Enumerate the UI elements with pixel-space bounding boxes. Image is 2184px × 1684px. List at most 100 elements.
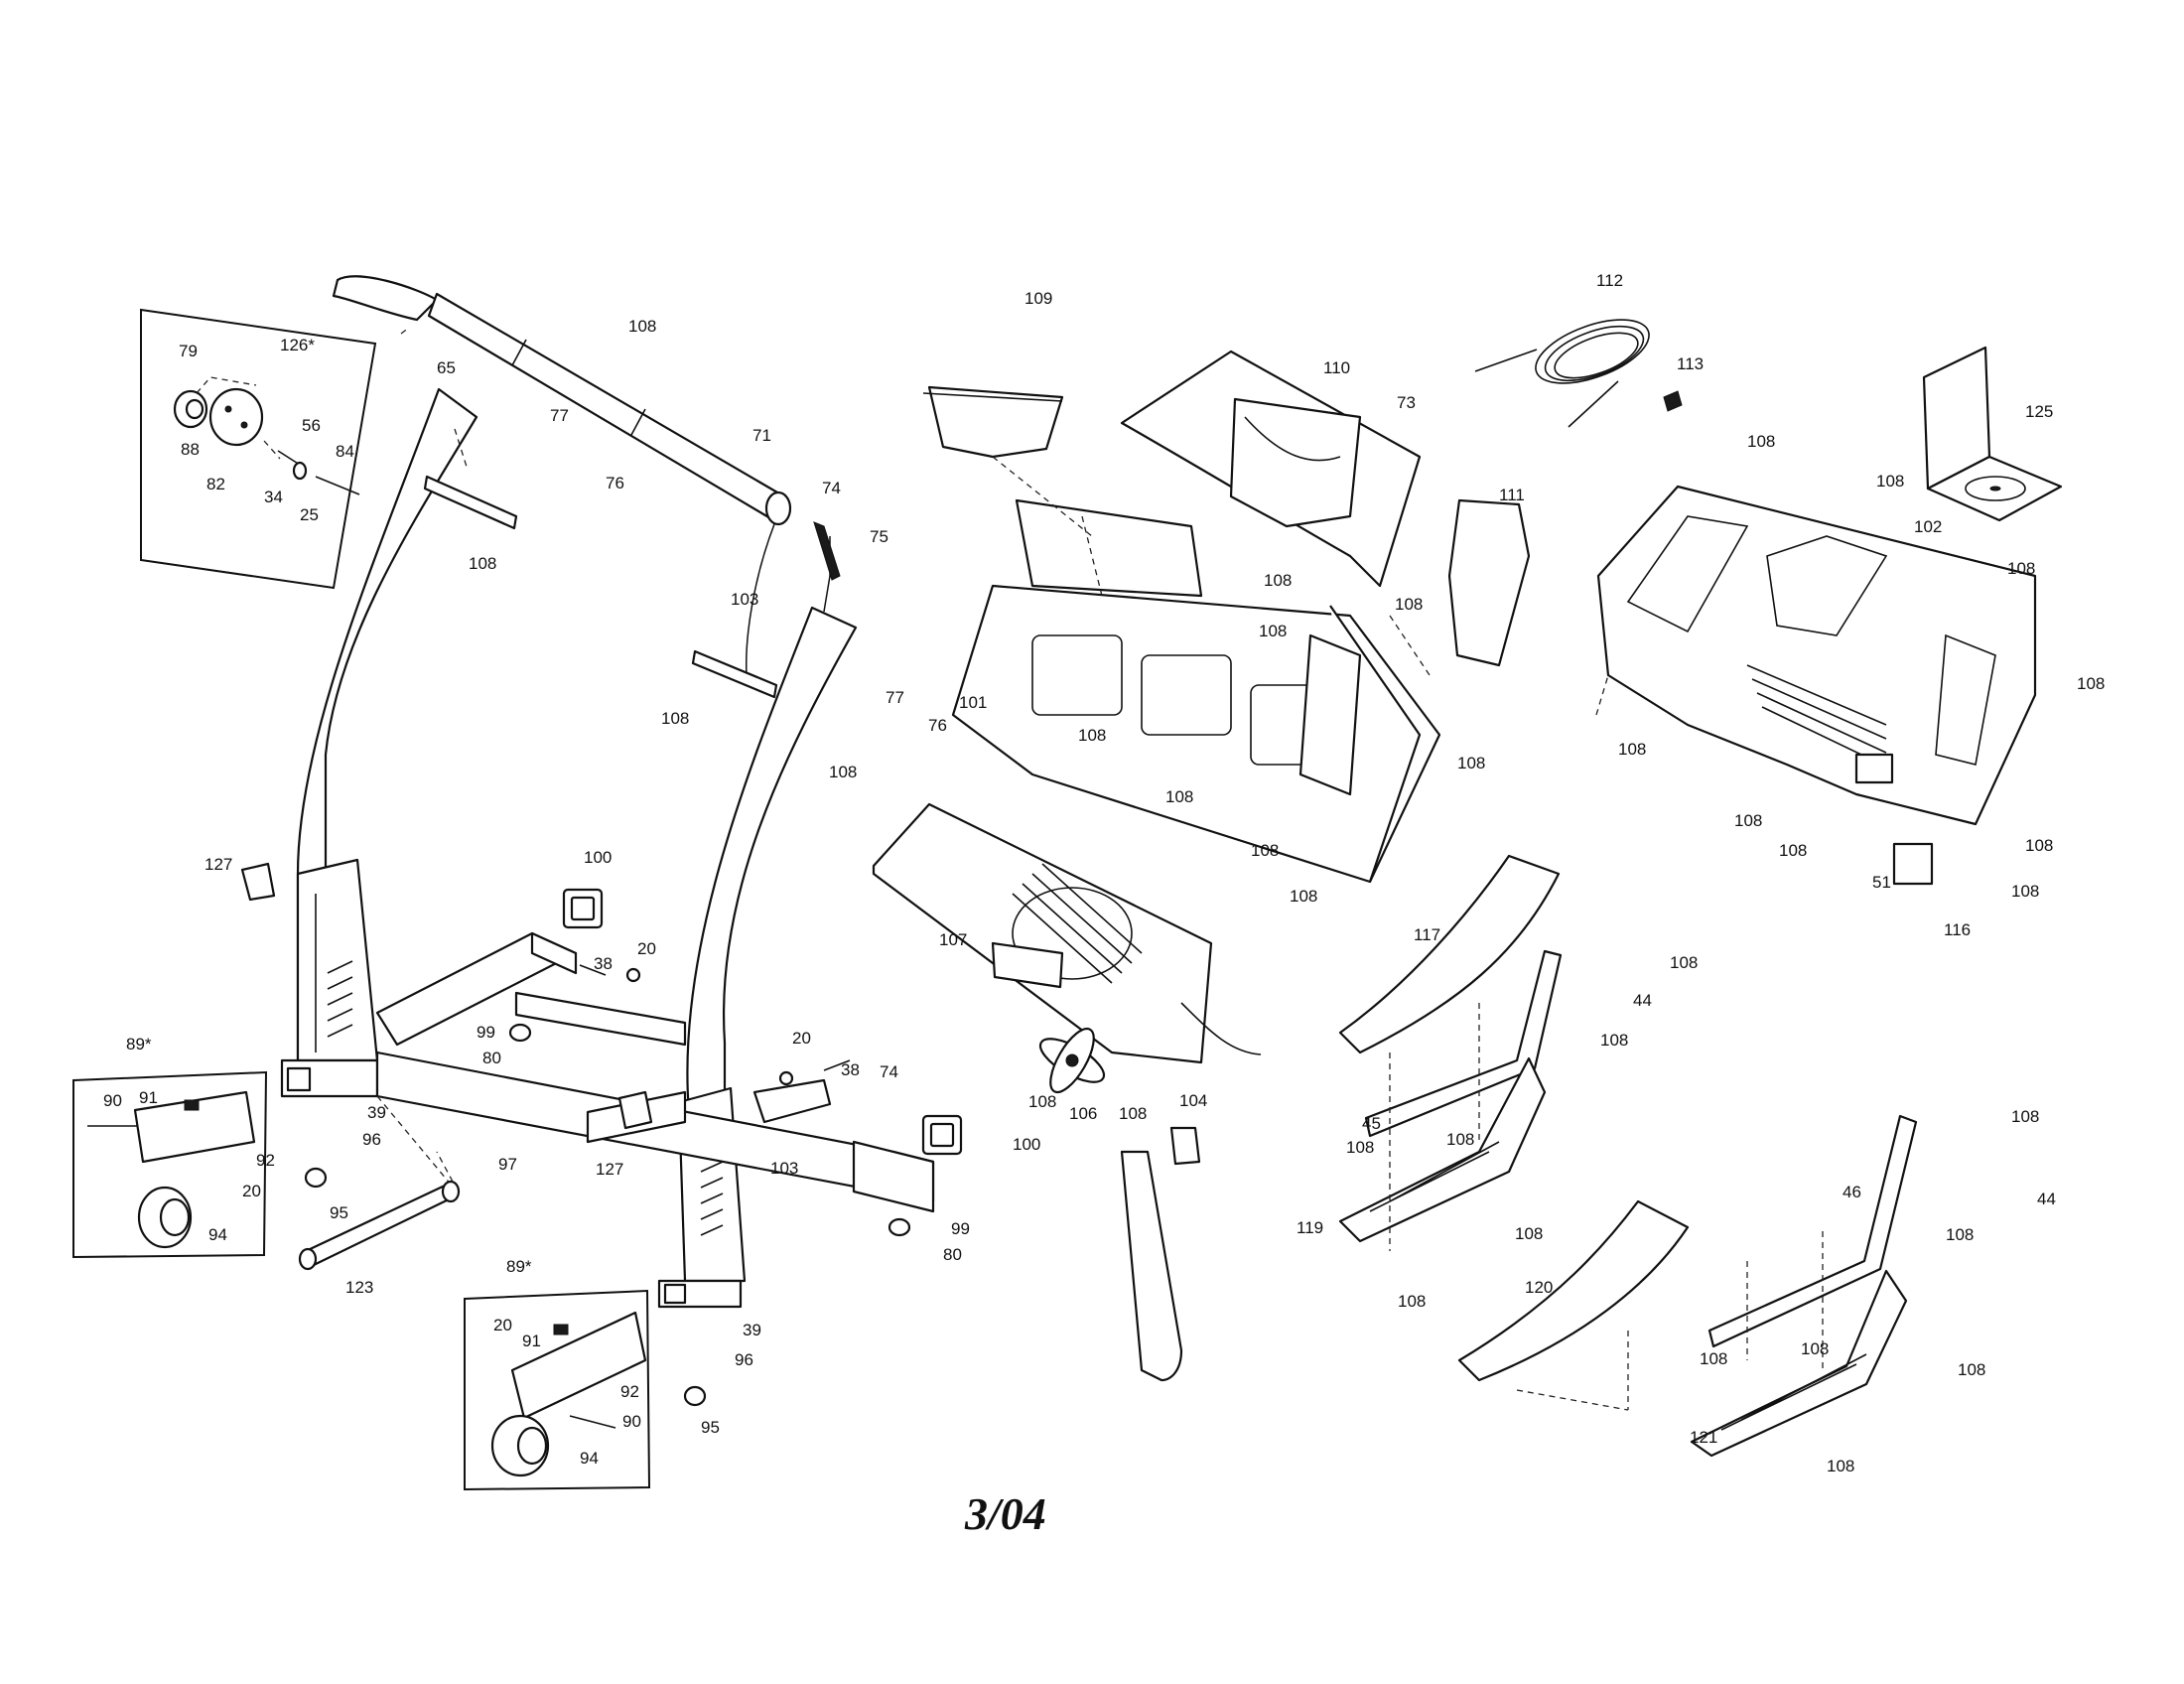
callout-label: 108	[1876, 472, 1904, 491]
callout-label: 39	[367, 1103, 386, 1122]
callout-label: 44	[1633, 991, 1652, 1010]
callout-label: 121	[1690, 1428, 1717, 1447]
left-upright	[280, 387, 518, 1098]
callout-label: 106	[1069, 1104, 1097, 1123]
callout-label: 94	[580, 1449, 599, 1468]
callout-label: 99	[951, 1219, 970, 1238]
callout-label: 20	[792, 1029, 811, 1048]
callout-label: 102	[1914, 517, 1942, 536]
callout-label: 65	[437, 358, 456, 377]
callout-label: 116	[1944, 920, 1971, 939]
rail-cover-117	[1338, 854, 1561, 1054]
callout-label: 112	[1596, 271, 1623, 290]
callout-label: 123	[345, 1278, 373, 1297]
callout-label: 74	[880, 1062, 898, 1081]
callout-label: 80	[482, 1049, 501, 1067]
callout-label: 113	[1677, 354, 1704, 373]
callout-label: 100	[1013, 1135, 1040, 1154]
callout-label: 108	[2011, 882, 2039, 901]
callout-label: 46	[1843, 1183, 1861, 1201]
rail-46	[1707, 1114, 1918, 1348]
callout-label: 108	[1165, 787, 1193, 806]
rail-45	[1364, 949, 1563, 1138]
callout-label: 108	[1398, 1292, 1426, 1311]
callout-label: 99	[477, 1023, 495, 1042]
callout-label: 108	[1346, 1138, 1374, 1157]
callout-label: 108	[829, 763, 857, 781]
callout-label: 108	[1747, 432, 1775, 451]
callout-label: 92	[620, 1382, 639, 1401]
callout-label: 108	[1700, 1349, 1727, 1368]
callout-label: 108	[1290, 887, 1317, 906]
callout-label: 97	[498, 1155, 517, 1174]
callout-label: 89*	[506, 1257, 532, 1276]
callout-label: 38	[841, 1060, 860, 1079]
callout-label: 82	[206, 475, 225, 493]
callout-label: 108	[1457, 754, 1485, 772]
callout-label: 20	[493, 1316, 512, 1334]
callout-label: 108	[1395, 595, 1423, 614]
inset-89-right-wheel	[464, 1289, 651, 1491]
callout-label: 77	[886, 688, 904, 707]
callout-label: 76	[606, 474, 624, 492]
callout-label: 108	[469, 554, 496, 573]
callout-label: 91	[139, 1088, 158, 1107]
callout-label: 20	[637, 939, 656, 958]
fan-106	[1038, 1027, 1106, 1094]
callout-label: 71	[752, 426, 771, 445]
cable-112	[1474, 319, 1683, 428]
callout-label: 108	[1670, 953, 1698, 972]
assembly-guides	[1389, 615, 1824, 1411]
callout-label: 76	[928, 716, 947, 735]
callout-labels: 10911211312511073108126*7965568488823425…	[103, 271, 2105, 1475]
bin-111	[1447, 498, 1531, 667]
callout-label: 45	[1362, 1114, 1381, 1133]
callout-label: 111	[1499, 486, 1525, 504]
callout-label: 117	[1414, 925, 1440, 944]
callout-label: 127	[205, 855, 232, 874]
callout-label: 125	[2025, 402, 2053, 421]
callout-label: 75	[870, 527, 888, 546]
callout-label: 126*	[280, 336, 315, 354]
base-frame-97	[375, 931, 935, 1213]
callout-label: 108	[1801, 1339, 1829, 1358]
hardware-small	[240, 862, 963, 1407]
callout-label: 108	[1251, 841, 1279, 860]
callout-label: 108	[1779, 841, 1807, 860]
rail-cover-120	[1457, 1199, 1690, 1382]
callout-label: 91	[522, 1332, 541, 1350]
callout-label: 20	[242, 1182, 261, 1200]
callout-label: 79	[179, 342, 198, 360]
callout-label: 94	[208, 1225, 227, 1244]
callout-label: 127	[596, 1160, 623, 1179]
callout-label: 96	[735, 1350, 753, 1369]
callout-label: 77	[550, 406, 569, 425]
callout-label: 95	[330, 1203, 348, 1222]
callout-label: 108	[1119, 1104, 1147, 1123]
callout-label: 84	[336, 442, 354, 461]
callout-label: 119	[1297, 1218, 1323, 1237]
callout-label: 80	[943, 1245, 962, 1264]
callout-label: 73	[1397, 393, 1416, 412]
callout-label: 108	[1446, 1130, 1474, 1149]
callout-label: 108	[2007, 559, 2035, 578]
inset-126-pulley-assembly	[140, 308, 377, 590]
bracket-121	[1690, 1269, 1908, 1458]
callout-label: 39	[743, 1321, 761, 1339]
callout-label: 108	[2025, 836, 2053, 855]
inset-89-left-wheel	[72, 1070, 268, 1259]
right-upright	[657, 521, 858, 1309]
callout-label: 108	[1515, 1224, 1543, 1243]
rear-console-102	[1596, 485, 2037, 886]
console-top-73	[1120, 350, 1422, 588]
callout-label: 108	[1618, 740, 1646, 759]
callout-label: 34	[264, 488, 283, 506]
callout-label: 110	[1323, 358, 1350, 377]
callout-label: 108	[1600, 1031, 1628, 1050]
callout-label: 96	[362, 1130, 381, 1149]
callout-label: 108	[1734, 811, 1762, 830]
callout-label: 109	[1024, 289, 1052, 308]
rod-123	[298, 1151, 461, 1271]
callout-label: 108	[1259, 622, 1287, 640]
motor-hood-101	[951, 498, 1441, 884]
